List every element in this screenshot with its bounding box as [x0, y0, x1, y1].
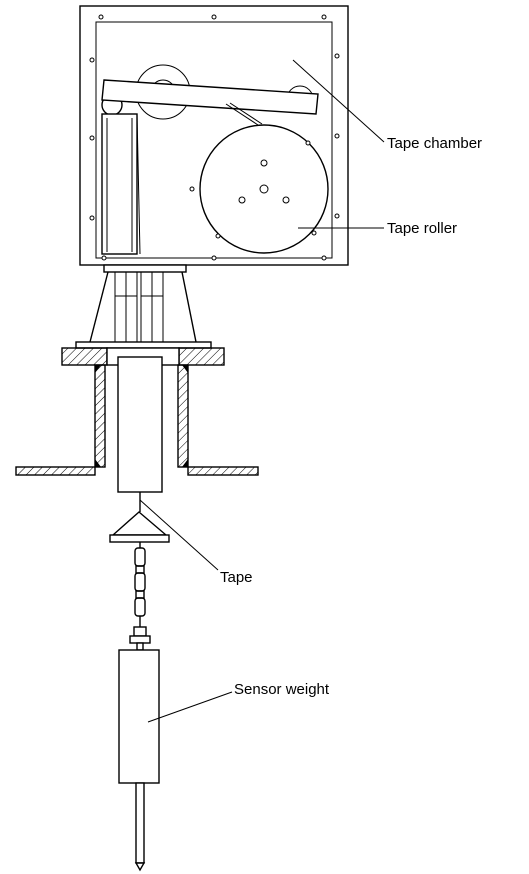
swivel-connector: [129, 626, 151, 651]
label-sensor-weight: Sensor weight: [234, 681, 330, 698]
nozzle-pipe: [94, 364, 189, 468]
guide-column: [101, 113, 138, 255]
label-tape-chamber: Tape chamber: [387, 135, 482, 152]
guide-tube: [117, 356, 163, 493]
label-tape-roller: Tape roller: [387, 220, 457, 237]
chamber-bolts: [89, 14, 340, 261]
tape-roller: [189, 124, 329, 254]
tape-chamber: [79, 5, 349, 266]
cone-weight: [109, 511, 170, 543]
label-tape: Tape: [220, 569, 253, 586]
support-frame: [75, 264, 212, 349]
leader-lines: [139, 59, 385, 723]
sensor-weight: [118, 649, 160, 872]
internal-tape-path: [136, 102, 263, 255]
tank-roof: [15, 466, 259, 476]
chain: [134, 542, 146, 627]
lever-arm: [101, 79, 319, 115]
